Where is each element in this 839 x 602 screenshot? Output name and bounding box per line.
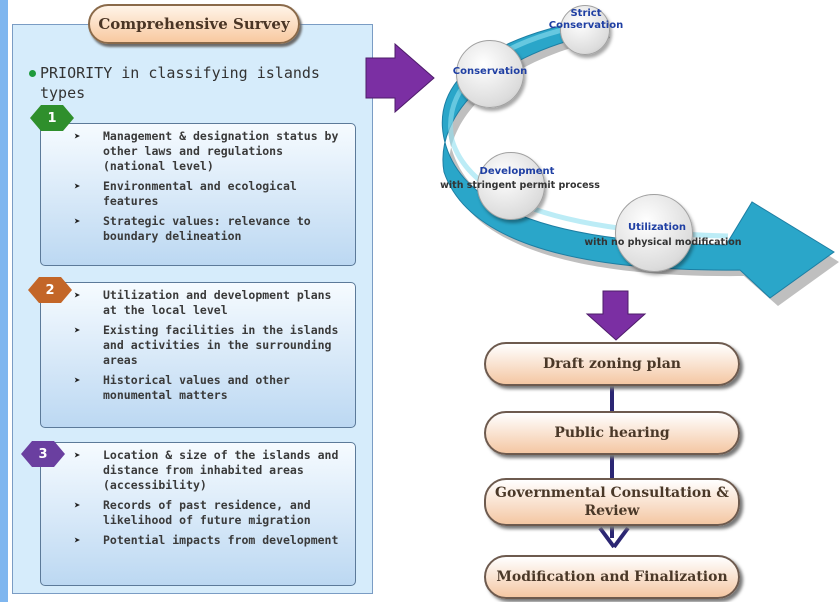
arrow-bullet-icon: ➤ [74, 324, 81, 337]
process-connector [610, 453, 614, 480]
arrow-bullet-icon: ➤ [74, 215, 81, 228]
step-draft-zoning-plan: Draft zoning plan [484, 342, 740, 386]
list-item: ➤Potential impacts from development [74, 533, 339, 547]
utilization-circle [615, 194, 693, 272]
conservation-label: Conservation [452, 66, 528, 77]
group-1-badge: 1 [30, 105, 74, 131]
criteria-group-1: ➤Management & designation status by othe… [40, 123, 356, 266]
arrow-bullet-icon: ➤ [74, 374, 81, 387]
chevron-down-icon [598, 526, 616, 549]
arrow-bullet-icon: ➤ [74, 289, 81, 302]
criteria-group-2: ➤Utilization and development plans at th… [40, 282, 356, 428]
arrow-bullet-icon: ➤ [74, 130, 81, 143]
step-modification-finalization: Modification and Finalization [484, 555, 740, 599]
priority-bullet: PRIORITY in classifying islands types [29, 63, 360, 103]
chevron-down-icon [612, 526, 630, 549]
conservation-circle [456, 40, 524, 108]
left-accent-strip [0, 0, 8, 602]
list-item: ➤Existing facilities in the islands and … [74, 323, 339, 367]
list-item: ➤Environmental and ecological features [74, 179, 297, 208]
list-item: ➤Location & size of the islands and dist… [74, 448, 339, 492]
list-item: ➤Utilization and development plans at th… [74, 288, 332, 317]
development-circle [477, 152, 545, 220]
process-connector [610, 524, 614, 538]
down-arrow-icon [585, 290, 647, 341]
development-sub-label: with stringent permit process [440, 180, 600, 191]
list-item: ➤Records of past residence, and likeliho… [74, 498, 311, 527]
survey-title: Comprehensive Survey [88, 4, 300, 44]
group-3-badge: 3 [21, 441, 65, 467]
criteria-group-3: ➤Location & size of the islands and dist… [40, 442, 356, 586]
strict-conservation-circle [560, 5, 610, 55]
step-public-hearing: Public hearing [484, 411, 740, 455]
step-governmental-consultation: Governmental Consultation & Review [484, 478, 740, 526]
priority-text: PRIORITY in classifying islands types [40, 64, 320, 102]
bullet-dot-icon [29, 70, 36, 77]
arrow-bullet-icon: ➤ [74, 180, 81, 193]
list-item: ➤Strategic values: relevance to boundary… [74, 214, 311, 243]
utilization-sub-label: with no physical modification [584, 237, 742, 248]
arrow-bullet-icon: ➤ [74, 449, 81, 462]
list-item: ➤Management & designation status by othe… [74, 129, 339, 173]
utilization-label: Utilization [628, 222, 686, 233]
arrow-bullet-icon: ➤ [74, 534, 81, 547]
right-arrow-icon [365, 42, 435, 114]
curved-band-highlight [448, 19, 729, 239]
arrow-bullet-icon: ➤ [74, 499, 81, 512]
list-item: ➤Historical values and other monumental … [74, 373, 290, 402]
group-2-badge: 2 [28, 277, 72, 303]
process-connector [610, 384, 614, 413]
development-label: Development [479, 166, 555, 177]
strict-conservation-label: Strict Conservation [548, 8, 624, 31]
